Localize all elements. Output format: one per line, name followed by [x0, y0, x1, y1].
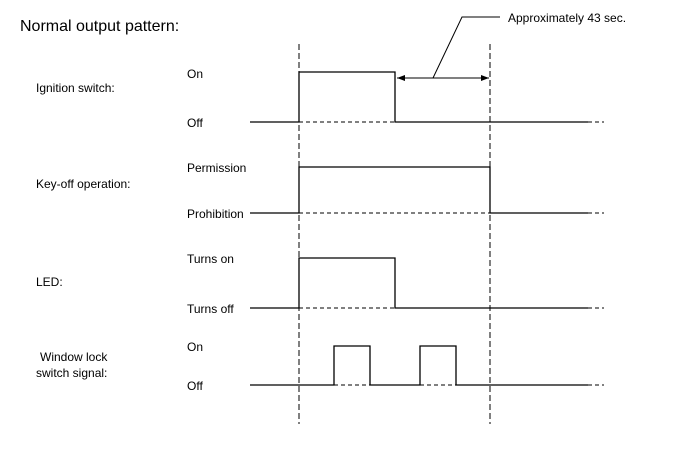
signal-high-label: Turns on — [187, 252, 234, 266]
signal-label: Key-off operation: — [36, 177, 131, 191]
signal-ignition-switch: Ignition switch: On Off — [36, 67, 604, 130]
signal-label: Ignition switch: — [36, 81, 115, 95]
signal-low-label: Turns off — [187, 302, 234, 316]
annotation-leader-line — [432, 16, 500, 79]
diagram-title: Normal output pattern: — [20, 18, 179, 35]
duration-arrowhead-left — [397, 75, 405, 81]
duration-arrowhead-right — [481, 75, 489, 81]
signal-waveform — [250, 166, 588, 214]
signal-key-off-operation: Key-off operation: Permission Prohibitio… — [36, 161, 604, 221]
signal-led: LED: Turns on Turns off — [36, 252, 604, 316]
signal-label-line-1: Window lock — [40, 350, 108, 364]
signal-low-label: Off — [187, 379, 203, 393]
signal-waveform — [250, 257, 588, 309]
duration-annotation: Approximately 43 sec. — [397, 11, 626, 81]
signal-low-label: Prohibition — [187, 207, 244, 221]
signal-waveform — [250, 71, 588, 123]
signal-window-lock-switch: Window lock switch signal: On Off — [36, 340, 604, 393]
signal-high-label: On — [187, 67, 203, 81]
duration-note: Approximately 43 sec. — [508, 11, 626, 25]
signal-label-line-2: switch signal: — [36, 366, 107, 380]
signal-high-label: On — [187, 340, 203, 354]
signal-high-label: Permission — [187, 161, 246, 175]
signal-low-label: Off — [187, 116, 203, 130]
signal-waveform — [250, 345, 588, 386]
signal-label: LED: — [36, 275, 63, 289]
